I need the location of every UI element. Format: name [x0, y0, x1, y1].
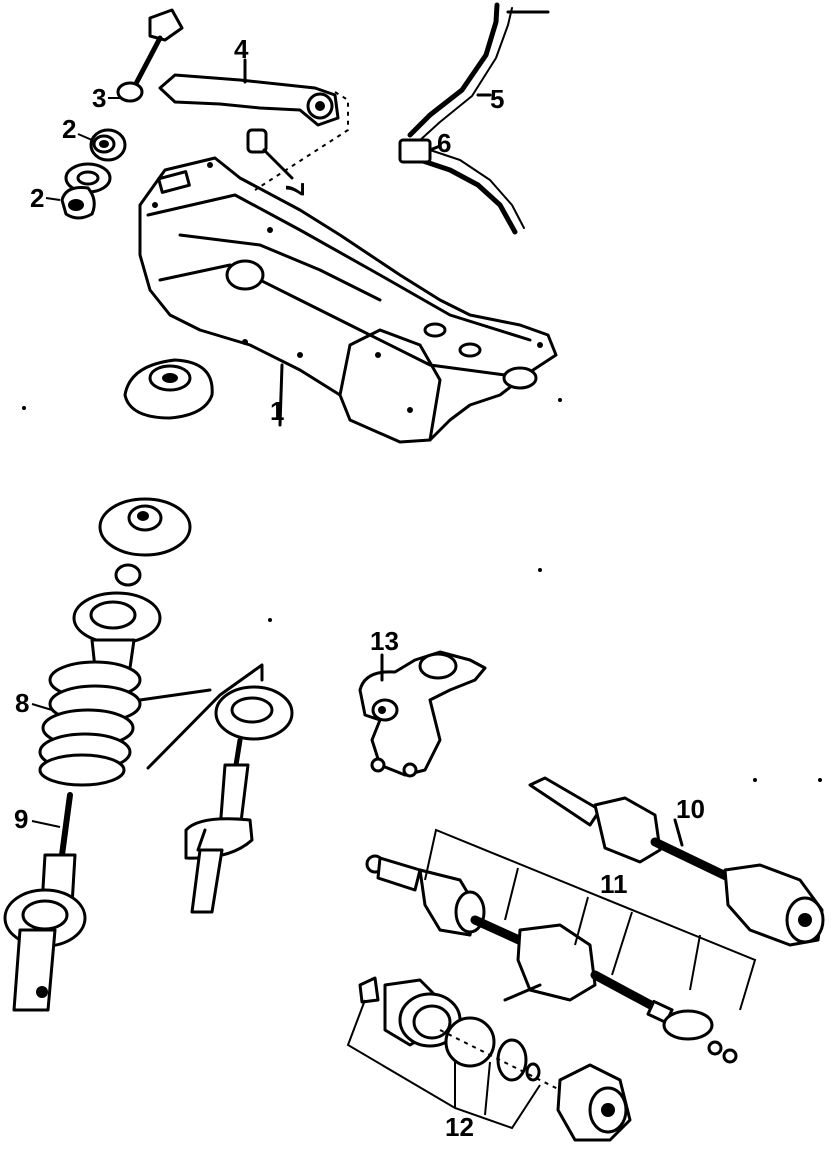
- strut-bearing: [114, 563, 142, 587]
- strut-right: [184, 737, 254, 914]
- coil-spring-8: [38, 660, 264, 787]
- callout-5: 5: [490, 84, 504, 114]
- callout-7: 7: [280, 182, 310, 196]
- callout-2-lower: 2: [30, 183, 44, 213]
- callout-8: 8: [15, 688, 29, 718]
- callout-6: 6: [437, 128, 451, 158]
- scan-specks: [22, 398, 822, 782]
- axle-shaft-10: [528, 776, 825, 947]
- callout-10: 10: [676, 794, 705, 824]
- bushing-2-lower: [60, 162, 112, 220]
- bolt-3: [116, 8, 184, 103]
- callout-13: 13: [370, 626, 399, 656]
- crossmember-subframe: [138, 156, 558, 444]
- callout-1: 1: [270, 396, 284, 426]
- callout-2-upper: 2: [62, 114, 76, 144]
- callout-3: 3: [92, 83, 106, 113]
- control-arm-4: [158, 58, 349, 191]
- callout-9: 9: [14, 804, 28, 834]
- callout-4: 4: [234, 34, 249, 64]
- stabilizer-bar-5: [407, 2, 550, 235]
- bushing-2-upper: [89, 128, 127, 162]
- knuckle-13: [358, 650, 487, 778]
- subframe-mount: [123, 358, 214, 420]
- bushing-7: [246, 128, 294, 180]
- axle-shaft-11: [365, 828, 757, 1025]
- spring-seat-lower: [214, 685, 294, 741]
- axle-clips: [662, 1009, 738, 1064]
- callout-11: 11: [600, 869, 628, 899]
- bushing-6: [398, 138, 442, 164]
- strut-mount-top: [98, 497, 192, 557]
- boot-kit-12: [346, 976, 632, 1142]
- strut-9: [3, 792, 87, 1012]
- callout-12: 12: [445, 1112, 474, 1142]
- spring-seat-upper: [72, 591, 162, 670]
